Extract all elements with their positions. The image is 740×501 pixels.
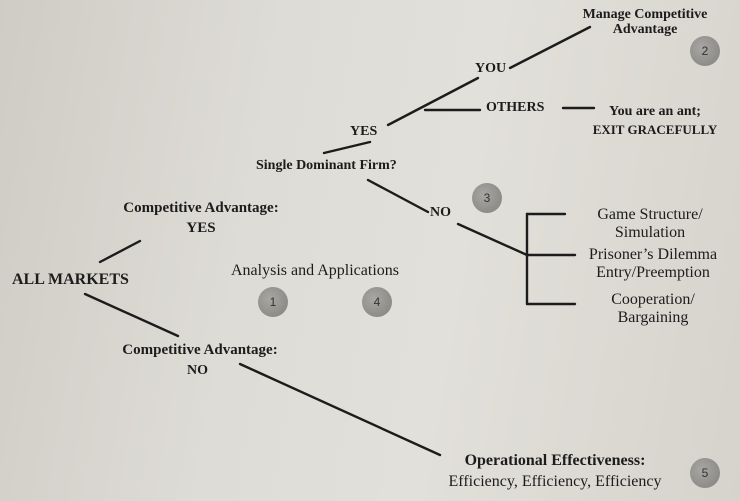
ca-yes-line2: YES [186, 219, 216, 236]
ant-line1: You are an ant; [609, 104, 701, 119]
prisoner-line2: Entry/Preemption [596, 263, 710, 281]
badge-2: 2 [690, 36, 720, 66]
node-you: YOU [475, 61, 507, 76]
node-analysis-and-applications: Analysis and Applications [231, 262, 399, 279]
node-prisoners-dilemma: Prisoner’s Dilemma Entry/Preemption [568, 246, 738, 281]
node-no-upper: NO [430, 205, 451, 220]
ant-line2: EXIT GRACEFULLY [592, 122, 718, 138]
op-line2: Efficiency, Efficiency, Efficiency [448, 472, 662, 490]
node-game-structure-simulation: Game Structure/ Simulation [565, 206, 735, 241]
badge-1: 1 [258, 287, 288, 317]
line-no-to-operational [238, 362, 442, 457]
node-operational-effectiveness: Operational Effectiveness: Efficiency, E… [424, 452, 686, 490]
line-single-to-yes [322, 140, 372, 155]
line-all-to-ca-no [83, 292, 180, 338]
game-line1: Game Structure/ [597, 206, 703, 223]
prisoner-line1: Prisoner’s Dilemma [588, 246, 718, 263]
manage-line2: Advantage [612, 22, 678, 38]
op-line1: Operational Effectiveness: [464, 452, 646, 469]
line-single-to-no [366, 178, 430, 214]
ca-no-line1: Competitive Advantage: [122, 342, 278, 358]
line-you-to-manage [508, 25, 592, 70]
line-all-to-ca-yes [98, 239, 142, 264]
line-yes-to-you [386, 76, 480, 127]
game-line2: Simulation [614, 223, 686, 241]
node-exit-gracefully: You are an ant; EXIT GRACEFULLY [588, 104, 722, 138]
node-competitive-advantage-no: Competitive Advantage: NO [95, 342, 305, 378]
line-no-to-bracket [456, 222, 529, 257]
node-yes-upper: YES [350, 124, 378, 139]
badge-3: 3 [472, 183, 502, 213]
node-manage-competitive-advantage: Manage Competitive Advantage [575, 7, 715, 38]
node-competitive-advantage-yes: Competitive Advantage: YES [95, 200, 307, 236]
badge-4: 4 [362, 287, 392, 317]
node-cooperation-bargaining: Cooperation/ Bargaining [568, 291, 738, 326]
node-others: OTHERS [486, 100, 545, 115]
node-single-dominant-firm: Single Dominant Firm? [256, 158, 397, 173]
coop-line2: Bargaining [617, 308, 689, 326]
ca-no-line2: NO [187, 362, 208, 378]
badge-5: 5 [690, 458, 720, 488]
manage-line1: Manage Competitive [582, 7, 708, 22]
node-all-markets: ALL MARKETS [12, 271, 129, 288]
coop-line1: Cooperation/ [611, 291, 695, 308]
ca-yes-line1: Competitive Advantage: [123, 200, 279, 216]
